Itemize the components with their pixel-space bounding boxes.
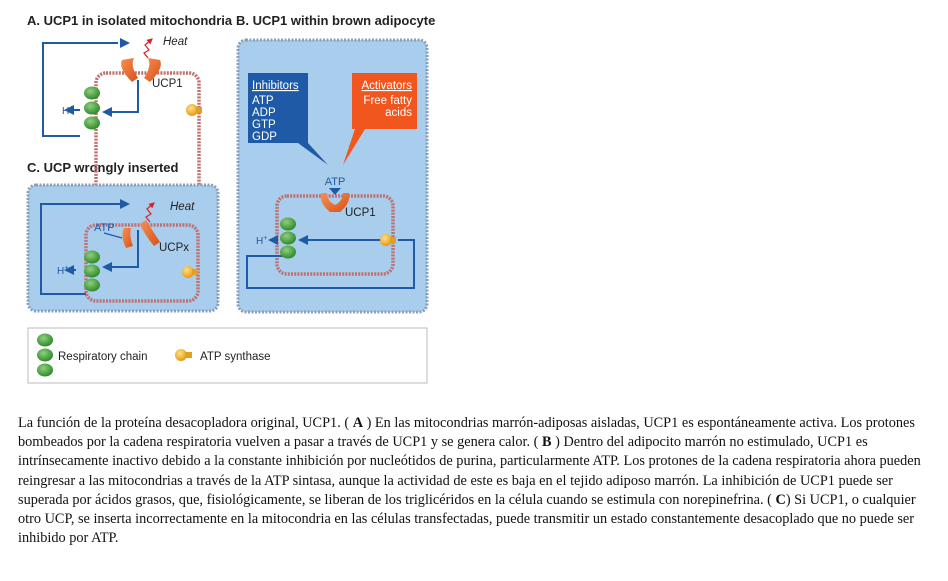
panel-b-title: B. UCP1 within brown adipocyte <box>236 13 436 28</box>
ucp1-protein <box>320 193 350 212</box>
panel-a: Heat UCP1 H+ <box>42 36 202 203</box>
ucpx-protein <box>122 220 160 248</box>
inhibitor-item: ADP <box>252 107 276 119</box>
respiratory-chain <box>84 250 100 292</box>
diagram-canvas: Heat UCP1 H+ Inhibitors ATP ADP GTP GDP … <box>26 36 429 384</box>
mitochondrial-membrane <box>94 71 201 203</box>
figure-caption: La función de la proteína desacopladora … <box>18 415 921 547</box>
proton-loop-outer <box>40 203 118 295</box>
panel-b: Inhibitors ATP ADP GTP GDP Activators Fr… <box>236 38 429 314</box>
legend: Respiratory chain ATP synthase <box>27 327 428 384</box>
heat-arrow <box>143 38 153 59</box>
legend-atp-synthase-label: ATP synthase <box>200 351 271 363</box>
activators-box <box>343 73 417 165</box>
ucpx-label: UCPx <box>159 242 189 254</box>
activator-item: Free fatty <box>363 95 412 107</box>
legend-respiratory-chain-label: Respiratory chain <box>58 351 147 363</box>
panel-c-title: C. UCP wrongly inserted <box>27 160 179 175</box>
atp-synthase <box>186 104 202 116</box>
heat-arrow <box>145 202 155 223</box>
atp-label: ATP <box>94 222 115 234</box>
activator-item: acids <box>385 107 412 119</box>
proton-loop-outer <box>42 42 118 137</box>
ucp1-protein <box>121 58 161 82</box>
inhibitor-item: GTP <box>252 119 276 131</box>
panel-a-title: A. UCP1 in isolated mitochondria <box>27 13 233 28</box>
respiratory-chain <box>84 86 100 130</box>
proton-loop-outer <box>246 239 415 289</box>
mitochondrial-membrane <box>275 194 395 276</box>
proton-label: H+ <box>256 235 267 247</box>
atp-synthase <box>182 266 198 278</box>
panel-c: ATP Heat UCPx H+ <box>26 183 220 313</box>
legend-atp-synthase-swatch <box>175 349 192 361</box>
legend-respiratory-chain-swatch <box>37 333 53 377</box>
activators-title: Activators <box>362 80 413 92</box>
proton-label: H+ <box>57 265 68 277</box>
ucp1-label: UCP1 <box>152 78 183 90</box>
ucp1-label: UCP1 <box>345 207 376 219</box>
transfected-cell <box>26 183 220 313</box>
atp-pointer <box>329 188 341 195</box>
respiratory-chain <box>280 217 296 259</box>
heat-label: Heat <box>163 36 188 48</box>
proton-return-arrow <box>102 230 139 272</box>
inhibitors-title: Inhibitors <box>252 80 299 92</box>
atp-synthase <box>380 234 396 246</box>
atp-label: ATP <box>325 176 346 188</box>
inhibitor-item: GDP <box>252 131 277 143</box>
inhibitor-item: ATP <box>252 95 274 107</box>
inhibitors-box <box>248 73 328 165</box>
heat-label: Heat <box>170 201 195 213</box>
proton-return-arrow <box>102 80 139 117</box>
proton-label: H+ <box>62 105 73 117</box>
